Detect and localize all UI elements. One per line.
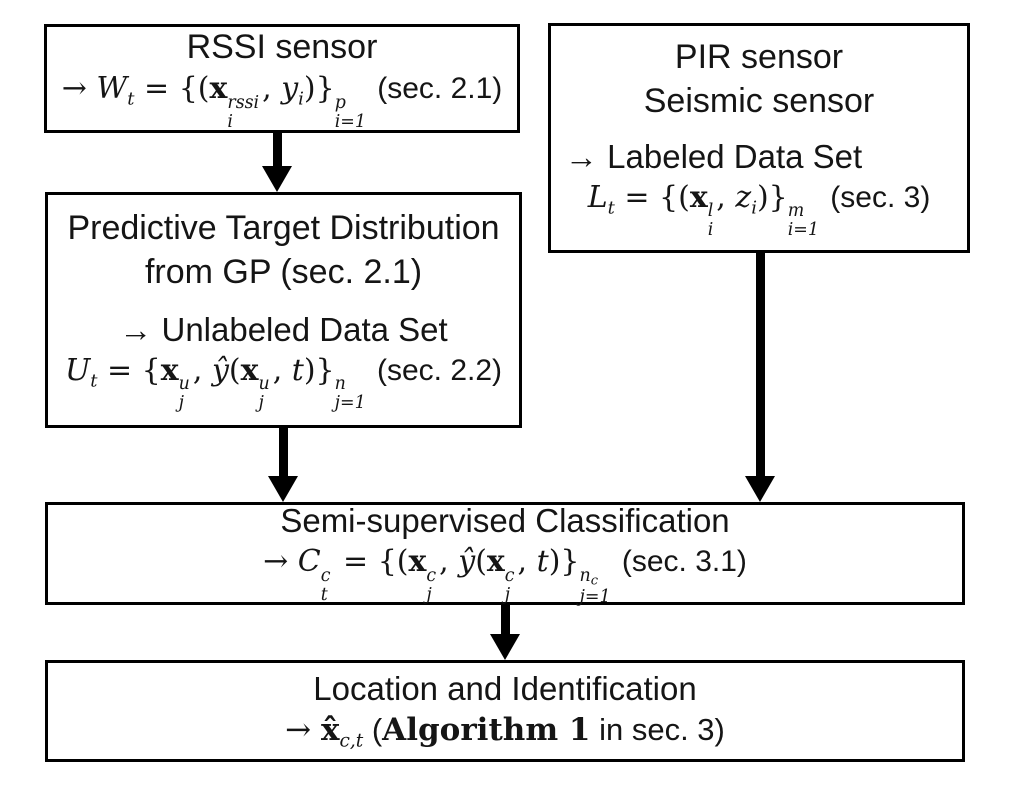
- arrow-shaft: [500, 605, 510, 634]
- rssi-box-title: RSSI sensor: [186, 27, 378, 66]
- location-box-title: Location and Identification: [313, 670, 697, 708]
- arrow-head-icon: [490, 634, 520, 660]
- box-location-and-identification: Location and Identification → x̂c,t (Alg…: [45, 660, 965, 762]
- arrow-shaft: [755, 252, 765, 476]
- flow-arrow-semi-to-location: [490, 605, 520, 660]
- arrow-head-icon: [745, 476, 775, 502]
- arrow-head-icon: [268, 476, 298, 502]
- pir-box-label: → Labeled Data Set: [565, 137, 863, 175]
- pir-box-title-2: Seismic sensor: [643, 81, 875, 120]
- location-box-formula: → x̂c,t (Algorithm 1 in sec. 3): [285, 712, 725, 752]
- box-pir-seismic-sensor: PIR sensor Seismic sensor → Labeled Data…: [548, 23, 970, 253]
- box-predictive-target-distribution: Predictive Target Distribution from GP (…: [45, 192, 522, 428]
- flow-arrow-pir-to-semi: [745, 252, 775, 502]
- pir-box-title-1: PIR sensor: [674, 38, 844, 76]
- arrow-head-icon: [262, 166, 292, 192]
- flow-arrow-rssi-to-predictive: [262, 133, 292, 192]
- predictive-box-label: → Unlabeled Data Set: [119, 310, 448, 348]
- predictive-box-title-1: Predictive Target Distribution: [67, 209, 500, 247]
- arrow-shaft: [278, 428, 288, 476]
- predictive-box-title-2: from GP (sec. 2.1): [144, 252, 423, 291]
- arrow-shaft: [272, 133, 282, 166]
- semi-box-title: Semi-supervised Classification: [280, 502, 730, 540]
- flow-arrow-predictive-to-semi: [268, 428, 298, 502]
